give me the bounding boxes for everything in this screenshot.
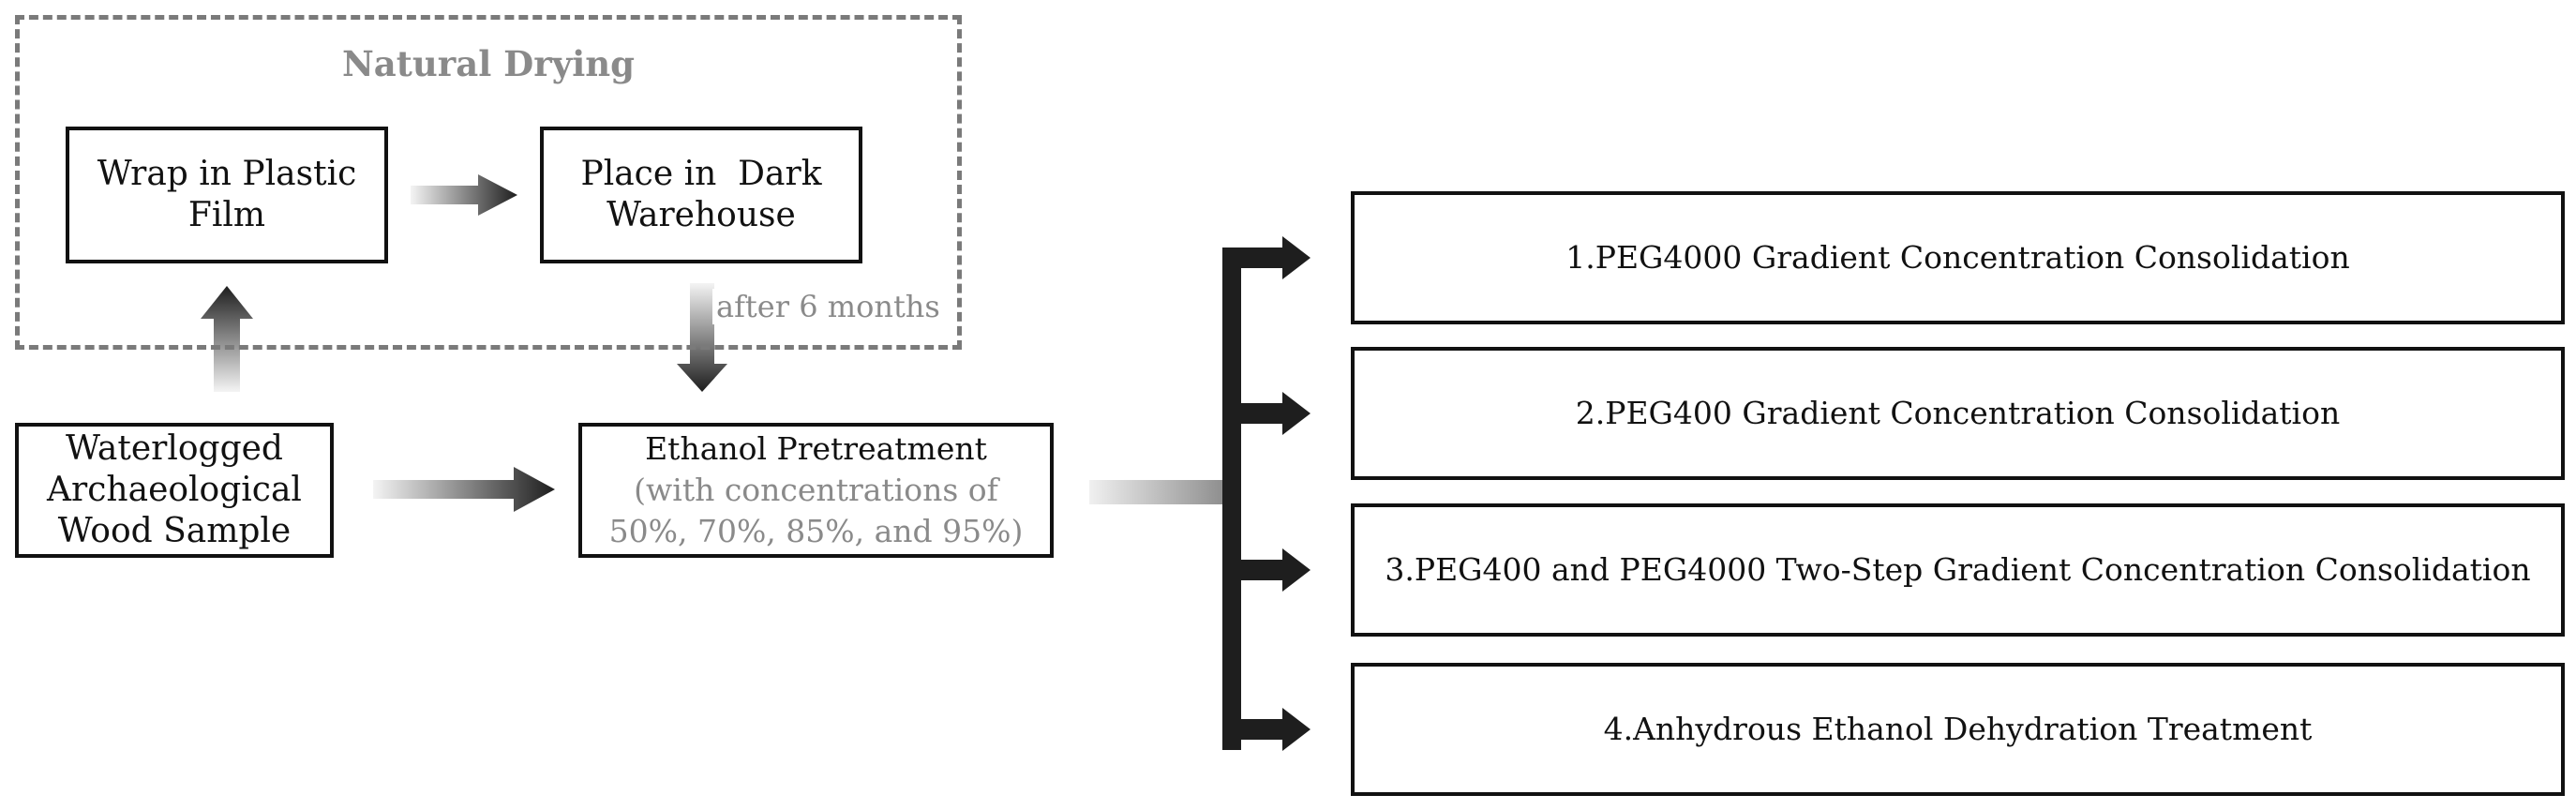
ethanol-pretreatment-box: Ethanol Pretreatment (with concentration… bbox=[578, 423, 1054, 558]
sample-line-1: Waterlogged bbox=[66, 429, 283, 468]
waterlogged-wood-sample-box: Waterlogged Archaeological Wood Sample bbox=[15, 423, 334, 558]
outcome-box-1: 1.PEG4000 Gradient Concentration Consoli… bbox=[1351, 191, 2565, 324]
place-in-dark-warehouse-box: Place in Dark Warehouse bbox=[540, 127, 862, 263]
outcome-box-2: 2.PEG400 Gradient Concentration Consolid… bbox=[1351, 347, 2565, 480]
arrow-wrap-to-place bbox=[411, 174, 517, 216]
branch-arrow-4 bbox=[1222, 708, 1310, 751]
ethanol-detail-line-2: 50%, 70%, 85%, and 95%) bbox=[608, 513, 1024, 549]
branch-arrow-3 bbox=[1222, 548, 1310, 592]
outcome-box-4: 4.Anhydrous Ethanol Dehydration Treatmen… bbox=[1351, 663, 2565, 796]
wrap-line-2: Film bbox=[187, 196, 266, 234]
outcome-label-4: 4.Anhydrous Ethanol Dehydration Treatmen… bbox=[1603, 711, 2313, 747]
wrap-line-1: Wrap in Plastic bbox=[97, 155, 357, 193]
place-line-1: Place in Dark bbox=[580, 155, 822, 193]
ethanol-detail-line-1: (with concentrations of bbox=[634, 472, 998, 508]
outcome-label-2: 2.PEG400 Gradient Concentration Consolid… bbox=[1575, 395, 2341, 431]
arrow-place-to-ethanol bbox=[677, 283, 727, 392]
branch-trunk bbox=[1089, 480, 1230, 504]
sample-line-3: Wood Sample bbox=[57, 512, 292, 550]
outcome-label-1: 1.PEG4000 Gradient Concentration Consoli… bbox=[1565, 239, 2350, 276]
natural-drying-title: Natural Drying bbox=[341, 43, 636, 84]
branch-arrow-2 bbox=[1222, 392, 1310, 435]
arrow-sample-to-wrap bbox=[201, 286, 253, 392]
branch-spine bbox=[1222, 255, 1241, 750]
outcome-box-3: 3.PEG400 and PEG4000 Two-Step Gradient C… bbox=[1351, 503, 2565, 637]
outcome-label-3: 3.PEG400 and PEG4000 Two-Step Gradient C… bbox=[1385, 551, 2531, 588]
ethanol-title: Ethanol Pretreatment bbox=[645, 430, 987, 467]
after-6-months-label: after 6 months bbox=[712, 289, 944, 324]
wrap-in-plastic-film-box: Wrap in Plastic Film bbox=[66, 127, 388, 263]
branch-arrow-1 bbox=[1222, 236, 1310, 279]
place-line-2: Warehouse bbox=[607, 196, 796, 234]
natural-drying-group bbox=[15, 15, 962, 350]
sample-line-2: Archaeological bbox=[47, 471, 302, 509]
arrow-sample-to-ethanol bbox=[373, 467, 555, 512]
